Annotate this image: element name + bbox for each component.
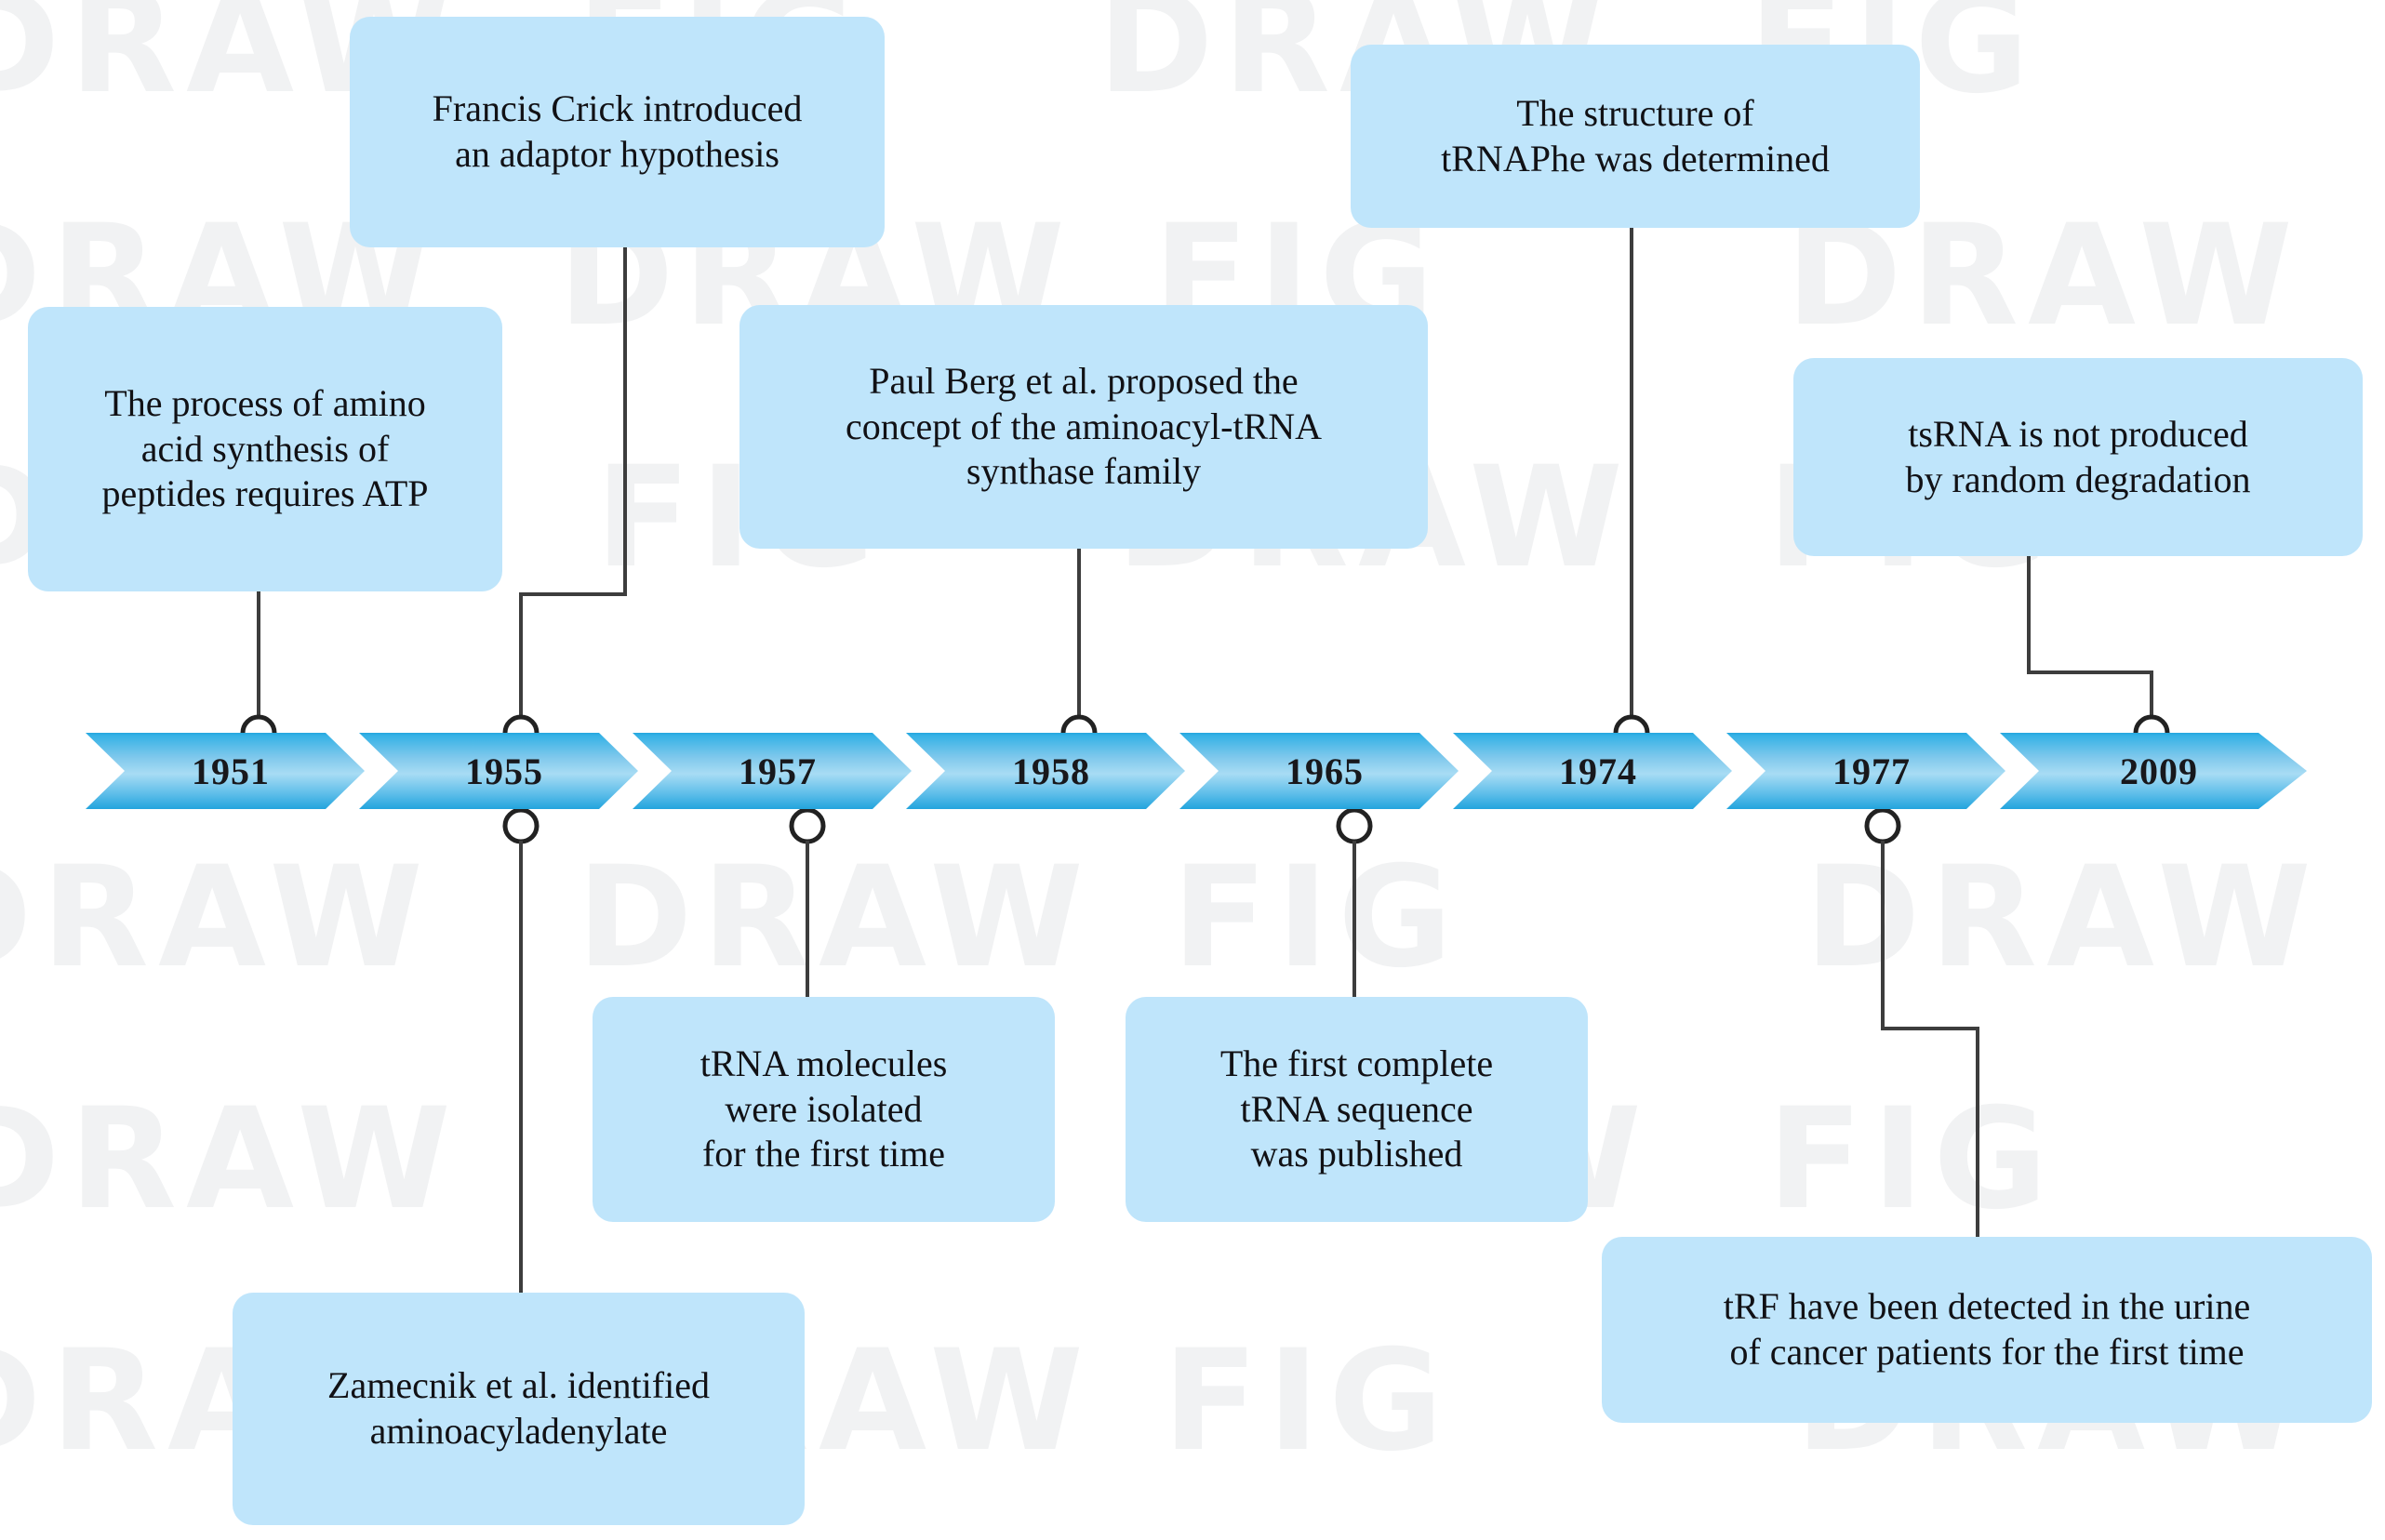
timeline-year-label: 1955 (465, 750, 543, 792)
callout-text: tRF have been detected in the urine of c… (1723, 1285, 2251, 1373)
callout-1965-below[interactable]: The first complete tRNA sequence was pub… (1126, 997, 1588, 1222)
watermark-text: FIG (1163, 1321, 1453, 1482)
callout-1951[interactable]: The process of amino acid synthesis of p… (28, 307, 502, 591)
callout-2009-above[interactable]: tsRNA is not produced by random degradat… (1793, 358, 2363, 556)
callout-text: The first complete tRNA sequence was pub… (1219, 1042, 1494, 1175)
timeline-band: 1951 1955 1957 1958 1965 1974 1977 2009 (86, 733, 2307, 809)
marker-1965-below (1336, 807, 1373, 844)
callout-1955-above[interactable]: Francis Crick introduced an adaptor hypo… (350, 17, 885, 247)
timeline-year-label: 2009 (2120, 750, 2198, 792)
timeline-year-label: 1958 (1012, 750, 1090, 792)
callout-1957-below[interactable]: tRNA molecules were isolated for the fir… (593, 997, 1055, 1222)
timeline-chevron-1974[interactable]: 1974 (1453, 733, 1732, 809)
callout-text: tsRNA is not produced by random degradat… (1905, 412, 2251, 500)
timeline-chevron-2009[interactable]: 2009 (2000, 733, 2307, 809)
marker-1955-below (502, 807, 540, 844)
callout-text: Paul Berg et al. proposed the concept of… (845, 359, 1323, 493)
connector-2009-above (2027, 556, 2153, 718)
watermark-text: FIG (1767, 1079, 2058, 1241)
timeline-chevron-1951[interactable]: 1951 (86, 733, 365, 809)
marker-1977-below (1864, 807, 1901, 844)
callout-1977-below[interactable]: tRF have been detected in the urine of c… (1602, 1237, 2372, 1423)
watermark-text: DRAW (577, 837, 1093, 999)
callout-text: Zamecnik et al. identified aminoacyladen… (327, 1364, 710, 1452)
timeline-chevron-1955[interactable]: 1955 (359, 733, 638, 809)
callout-1955-below[interactable]: Zamecnik et al. identified aminoacyladen… (233, 1293, 805, 1525)
callout-text: The process of amino acid synthesis of p… (101, 381, 429, 515)
marker-1957-below (789, 807, 826, 844)
timeline-year-label: 1951 (192, 750, 270, 792)
timeline-year-label: 1977 (1832, 750, 1911, 792)
watermark-text: DRAW (0, 837, 433, 999)
timeline-chevron-1977[interactable]: 1977 (1726, 733, 2005, 809)
callout-text: Francis Crick introduced an adaptor hypo… (432, 87, 803, 175)
watermark-text: DRAW (1805, 837, 2321, 999)
timeline-chevron-1957[interactable]: 1957 (633, 733, 912, 809)
callout-1974-above[interactable]: The structure of tRNAPhe was determined (1351, 45, 1920, 228)
timeline-chevron-1965[interactable]: 1965 (1179, 733, 1459, 809)
timeline-year-label: 1974 (1559, 750, 1637, 792)
connector-1955-above (519, 246, 627, 718)
callout-text: tRNA molecules were isolated for the fir… (700, 1042, 948, 1175)
timeline-year-label: 1957 (739, 750, 817, 792)
callout-text: The structure of tRNAPhe was determined (1441, 91, 1830, 179)
timeline-year-label: 1965 (1286, 750, 1364, 792)
callout-1958-above[interactable]: Paul Berg et al. proposed the concept of… (739, 305, 1428, 549)
connector-1977-below (1881, 841, 1979, 1237)
watermark-text: DRAW (0, 1079, 460, 1241)
watermark-text: FIG (1172, 837, 1462, 999)
timeline-chevron-1958[interactable]: 1958 (906, 733, 1185, 809)
